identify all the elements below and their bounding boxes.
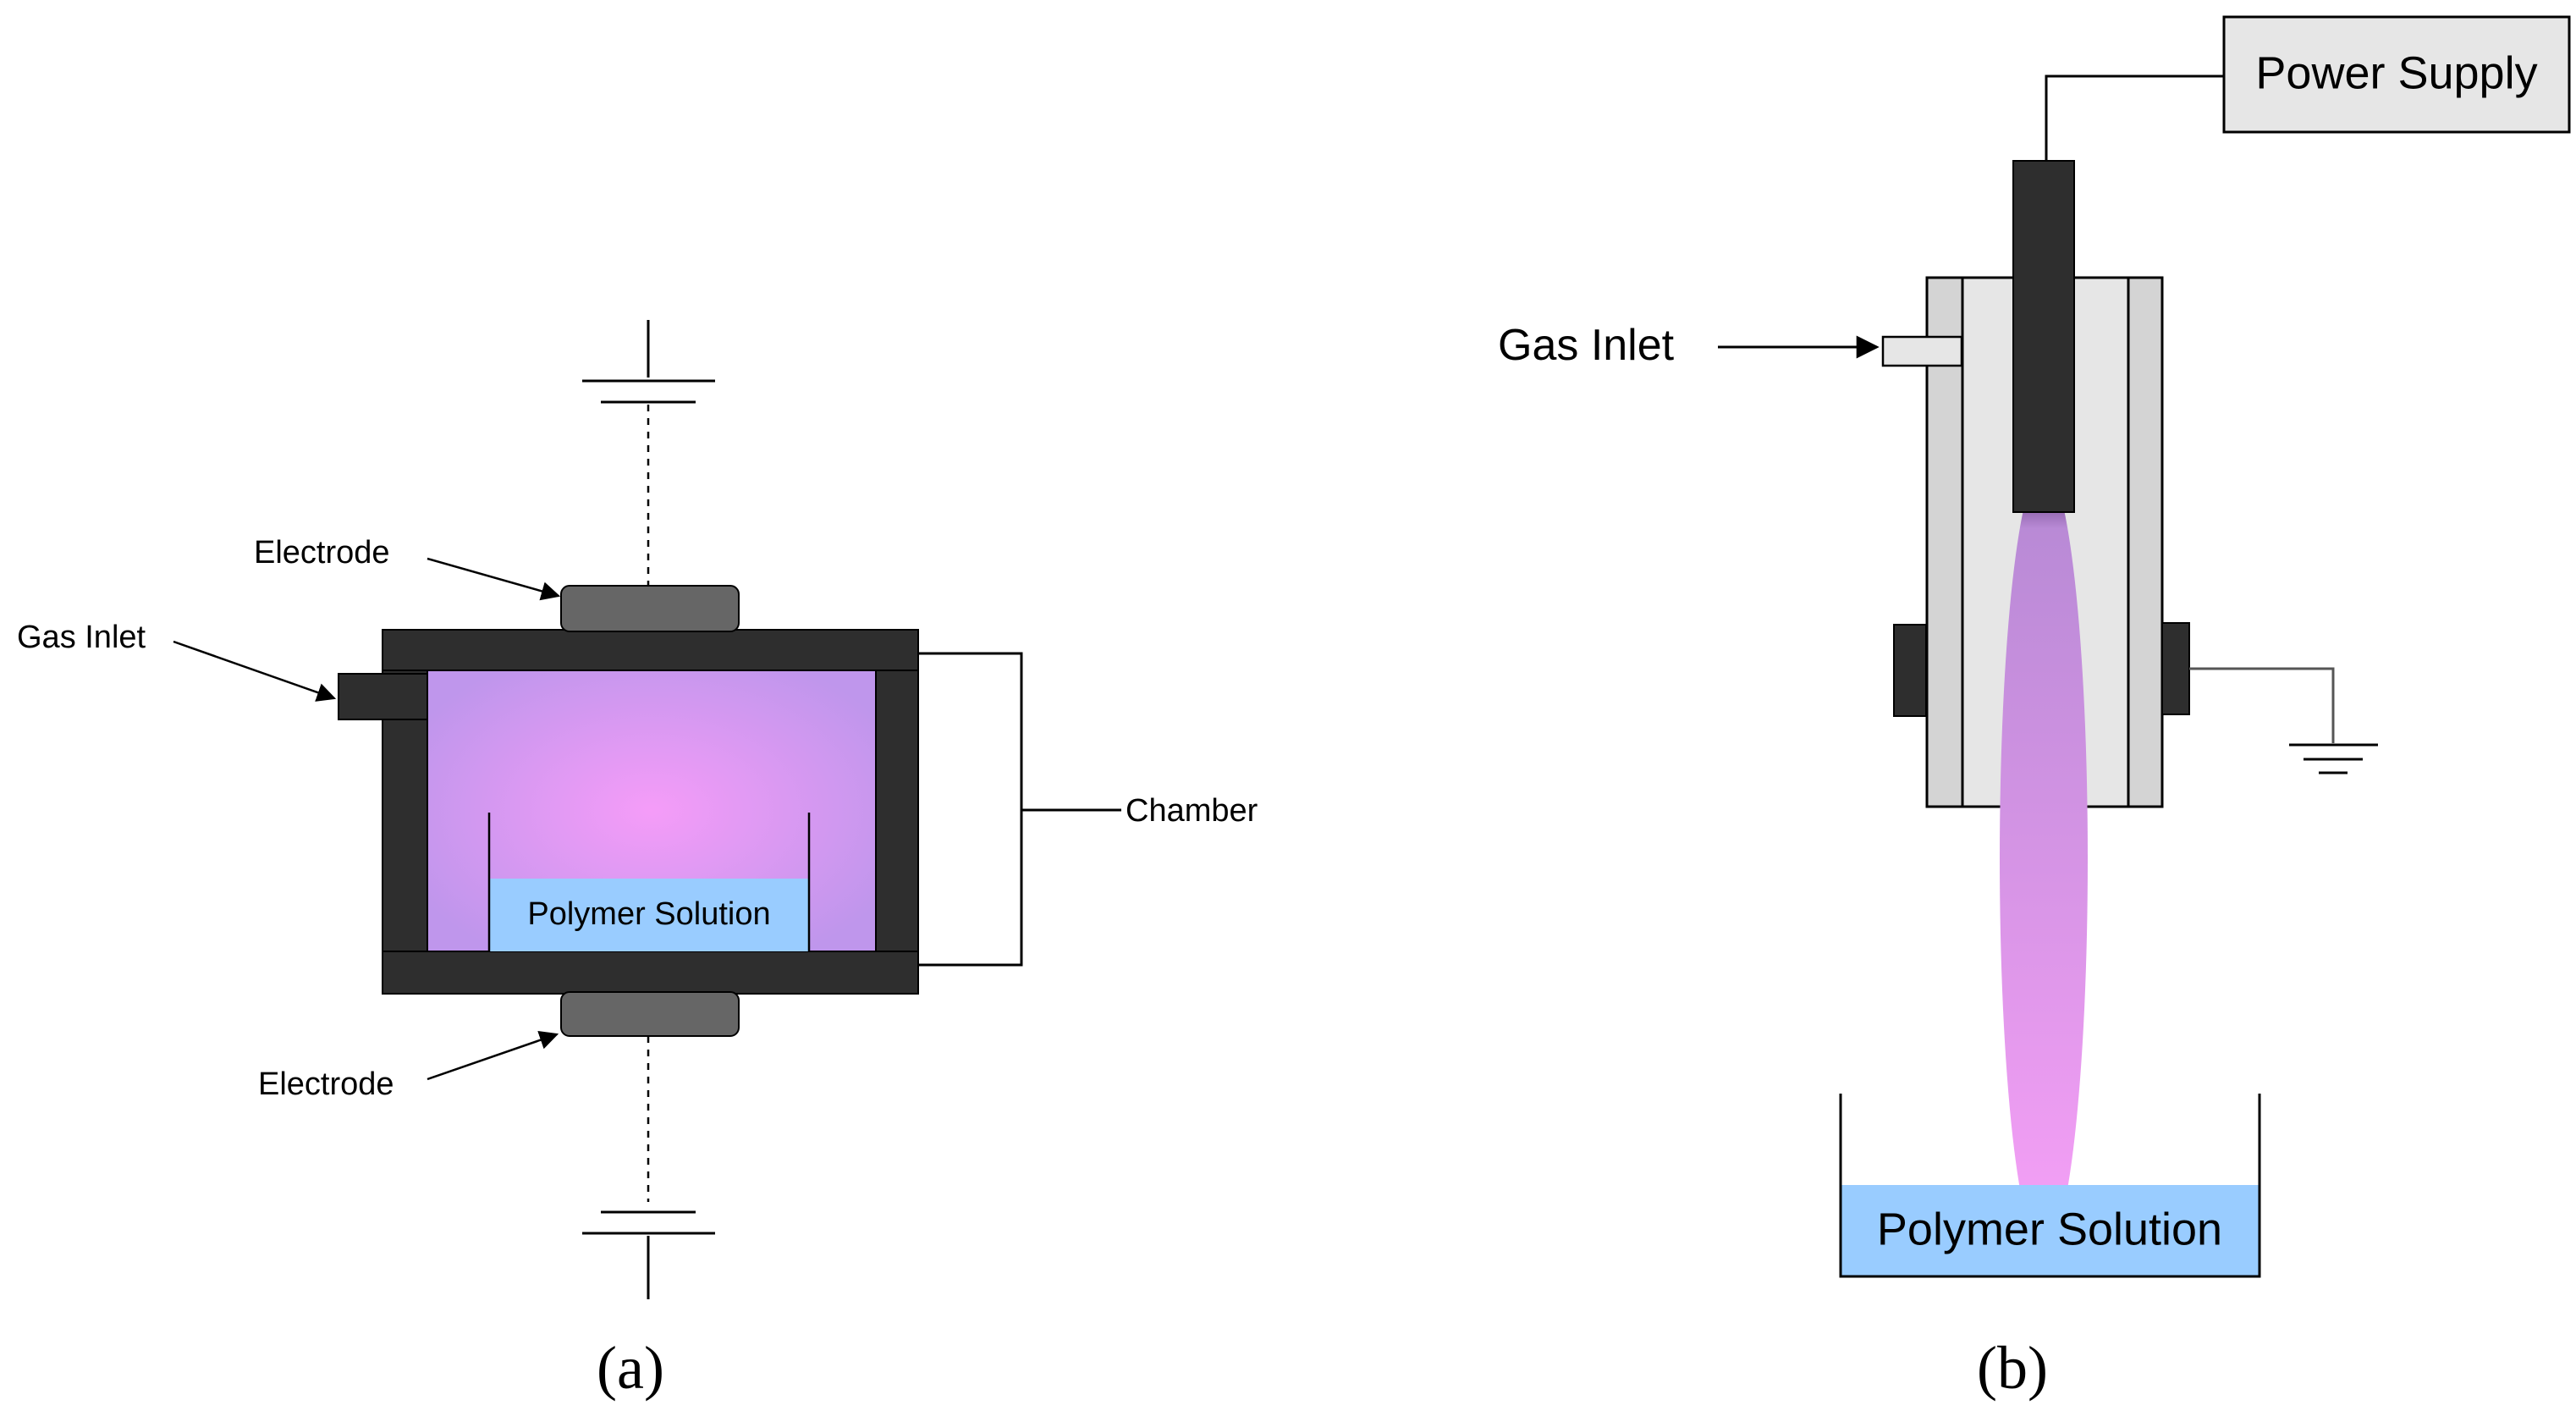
- power-supply-label: Power Supply: [2255, 47, 2537, 98]
- electrode-top-arrow: [427, 557, 561, 601]
- polymer-solution-liquid-b: [1841, 1185, 2260, 1276]
- chamber-bottom-wall: [382, 951, 919, 995]
- power-supply-box: [2222, 15, 2571, 134]
- gas-inlet-label-b: Gas Inlet: [1498, 321, 1675, 370]
- ground-symbol: [2289, 743, 2378, 774]
- power-source-symbol-top: [582, 320, 715, 404]
- gas-inlet-label-a: Gas Inlet: [17, 620, 146, 655]
- panel-a: Polymer Solution Electrode Gas Inlet Cha…: [17, 320, 1258, 1402]
- ground-electrode-right: [2161, 622, 2190, 715]
- polymer-solution-label-b: Polymer Solution: [1877, 1204, 2222, 1254]
- solution-container: [487, 813, 811, 951]
- solution-container-b: [1839, 1094, 2261, 1278]
- gas-inlet-nozzle: [1881, 335, 1963, 367]
- ground-electrode-left: [1893, 624, 1927, 717]
- gas-inlet-pipe: [338, 673, 428, 720]
- polymer-solution-label-a: Polymer Solution: [527, 896, 770, 932]
- chamber-top-wall: [382, 629, 919, 671]
- plasma-jet: [2000, 466, 2088, 1251]
- chamber-bracket: [918, 652, 1023, 967]
- chamber-label: Chamber: [1126, 793, 1258, 829]
- panel-b: Power Supply Gas Inlet Polymer Solution …: [1498, 15, 2571, 1402]
- electrode-bottom-label: Electrode: [258, 1067, 394, 1102]
- hv-electrode: [2012, 160, 2075, 513]
- jet-tube-right-wall: [2127, 276, 2164, 808]
- chamber-right-wall: [875, 670, 919, 952]
- polymer-solution-liquid: [489, 879, 809, 951]
- power-source-symbol-bottom: [582, 1210, 715, 1299]
- caption-b: (b): [1977, 1334, 2048, 1402]
- electrode-top: [560, 585, 740, 632]
- gas-inlet-arrow-a: [173, 640, 337, 702]
- electrode-top-label: Electrode: [254, 535, 390, 570]
- electrode-bottom-arrow: [427, 1030, 559, 1081]
- ground-wire: [2189, 667, 2335, 743]
- power-supply-wire: [2045, 74, 2224, 163]
- caption-a: (a): [597, 1334, 664, 1402]
- electrode-bottom: [560, 991, 740, 1037]
